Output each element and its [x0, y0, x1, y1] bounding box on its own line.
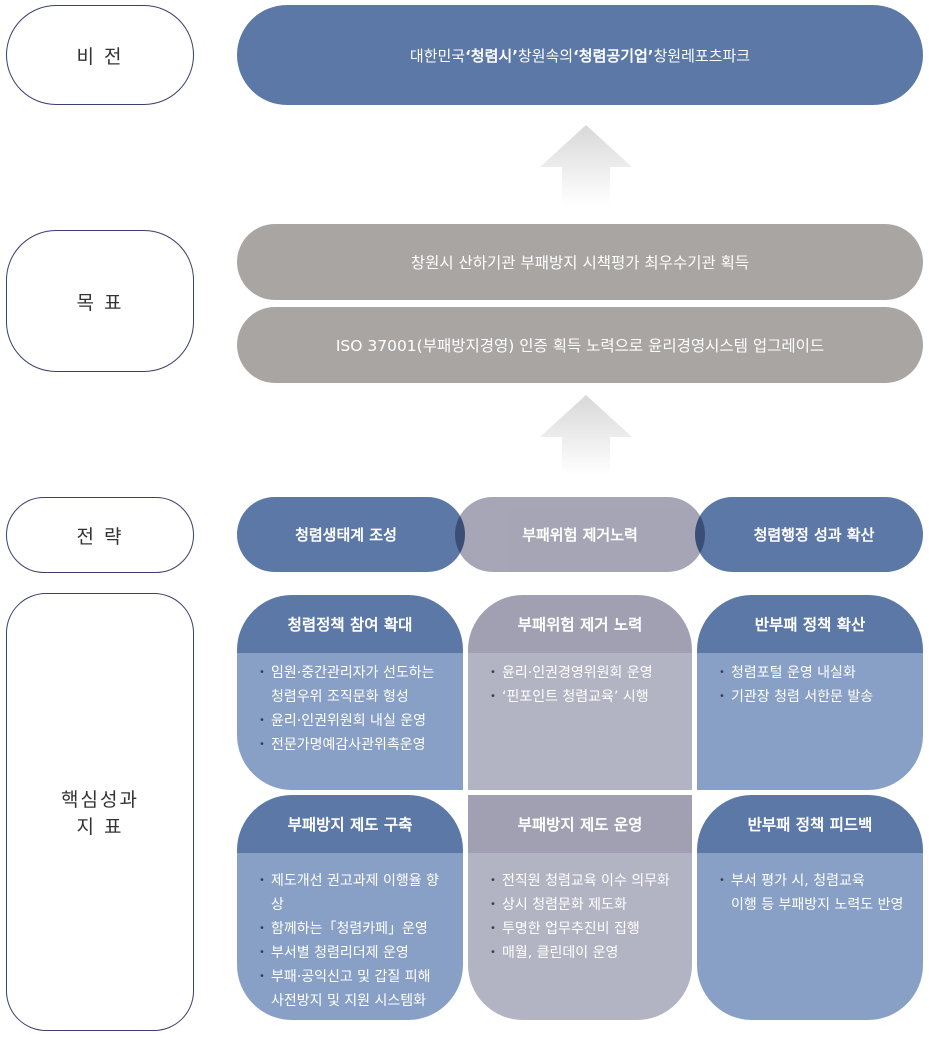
kpi-item: 매월, 클린데이 운영	[490, 941, 674, 965]
kpi-item: 제도개선 권고과제 이행율 향상	[259, 869, 445, 917]
kpi-card-title: 반부패 정책 피드백	[697, 795, 923, 853]
kpi-item: 윤리·인권위원회 내실 운영	[259, 709, 445, 733]
kpi-card: 반부패 정책 확산 청렴포털 운영 내실화 기관장 청렴 서한문 발송	[697, 595, 923, 790]
label-strategy: 전 략	[6, 497, 194, 573]
vision-text: 창원레포츠파크	[653, 46, 751, 65]
label-kpi: 핵심성과 지 표	[6, 593, 194, 1031]
kpi-item: 청렴포털 운영 내실화	[719, 661, 905, 685]
vision-bar: 대한민국 ‘청렴시’ 창원속의 ‘청렴공기업’ 창원레포츠파크	[237, 5, 923, 105]
vision-bold-1: ‘청렴시’	[465, 46, 518, 65]
kpi-card: 부패방지 제도 운영 전직원 청렴교육 이수 의무화 상시 청렴문화 제도화 투…	[468, 795, 692, 1020]
up-arrow-icon	[540, 125, 632, 205]
vision-bold-2: ‘청렴공기업’	[573, 46, 654, 65]
kpi-card-title: 반부패 정책 확산	[697, 595, 923, 653]
goal-2: ISO 37001(부패방지경영) 인증 획득 노력으로 윤리경영시스템 업그레…	[237, 307, 923, 383]
kpi-item: 함께하는「청렴카페」운영	[259, 917, 445, 941]
up-arrow-icon	[540, 395, 632, 475]
label-vision: 비 전	[6, 5, 194, 105]
goal-1: 창원시 산하기관 부패방지 시책평가 최우수기관 획득	[237, 224, 923, 300]
kpi-item: 전직원 청렴교육 이수 의무화	[490, 869, 674, 893]
strategy-3: 청렴행정 성과 확산	[695, 497, 923, 572]
kpi-card-title: 부패방지 제도 운영	[468, 795, 692, 853]
kpi-item: 부서별 청렴리더제 운영	[259, 941, 445, 965]
strategy-2: 부패위험 제거노력	[455, 497, 705, 572]
vision-text: 창원속의	[517, 46, 574, 65]
kpi-item: 윤리·인권경영위원회 운영	[490, 661, 674, 685]
label-goal: 목 표	[6, 230, 194, 372]
kpi-card: 부패위험 제거 노력 윤리·인권경영위원회 운영 ‘핀포인트 청렴교육’ 시행	[468, 595, 692, 790]
kpi-item: 전문가명예감사관위촉운영	[259, 733, 445, 757]
kpi-card-title: 청렴정책 참여 확대	[237, 595, 463, 653]
kpi-item: 투명한 업무추진비 집행	[490, 917, 674, 941]
strategy-1: 청렴생태계 조성	[237, 497, 465, 572]
kpi-card-title: 부패방지 제도 구축	[237, 795, 463, 853]
kpi-item: 기관장 청렴 서한문 발송	[719, 685, 905, 709]
kpi-item: 상시 청렴문화 제도화	[490, 893, 674, 917]
kpi-card-title: 부패위험 제거 노력	[468, 595, 692, 653]
vision-text: 대한민국	[409, 46, 466, 65]
kpi-item: ‘핀포인트 청렴교육’ 시행	[490, 685, 674, 709]
kpi-card: 부패방지 제도 구축 제도개선 권고과제 이행율 향상 함께하는「청렴카페」운영…	[237, 795, 463, 1020]
